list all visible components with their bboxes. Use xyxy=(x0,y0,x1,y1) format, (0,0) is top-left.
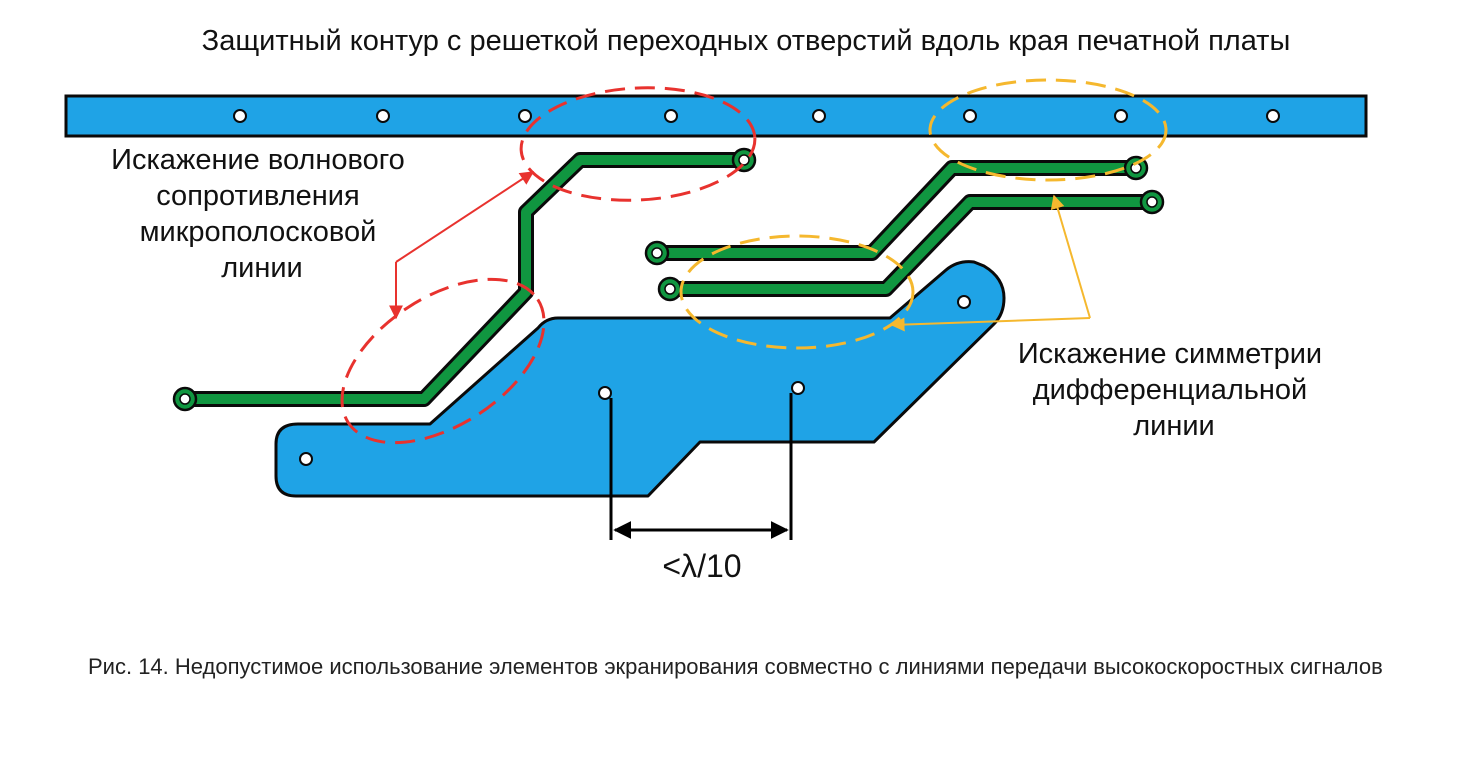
differential-distortion-ellipse-bottom xyxy=(679,234,915,350)
ground-vias xyxy=(299,295,971,466)
via-spacing-dimension xyxy=(609,393,793,540)
guard-ring-strip xyxy=(64,94,1368,138)
via xyxy=(791,381,805,395)
microstrip-distortion-ellipse-top xyxy=(519,86,757,202)
microstrip-distortion-arrows xyxy=(389,171,535,320)
via xyxy=(664,109,678,123)
guard-ring-vias xyxy=(233,109,1280,123)
via xyxy=(376,109,390,123)
via xyxy=(963,109,977,123)
differential-distortion-label: Искажение симметрии дифференциальной лин… xyxy=(1018,338,1330,442)
via xyxy=(1114,109,1128,123)
ground-copper-pour xyxy=(274,260,1006,498)
via xyxy=(233,109,247,123)
microstrip-distortion-label: Искажение волнового сопротивления микроп… xyxy=(111,144,413,284)
via-spacing-label: <λ/10 xyxy=(662,548,741,584)
via xyxy=(1266,109,1280,123)
via xyxy=(598,386,612,400)
diagram-title: Защитный контур с решеткой переходных от… xyxy=(202,25,1291,57)
via xyxy=(518,109,532,123)
differential-distortion-ellipse-top xyxy=(928,78,1168,182)
differential-distortion-arrows xyxy=(890,194,1091,332)
pcb-shielding-diagram: Защитный контур с решеткой переходных от… xyxy=(64,25,1368,584)
via xyxy=(299,452,313,466)
via xyxy=(812,109,826,123)
microstrip-distortion-ellipse-bottom xyxy=(340,277,546,445)
figure-caption: Рис. 14. Недопустимое использование элем… xyxy=(88,654,1383,679)
via xyxy=(957,295,971,309)
